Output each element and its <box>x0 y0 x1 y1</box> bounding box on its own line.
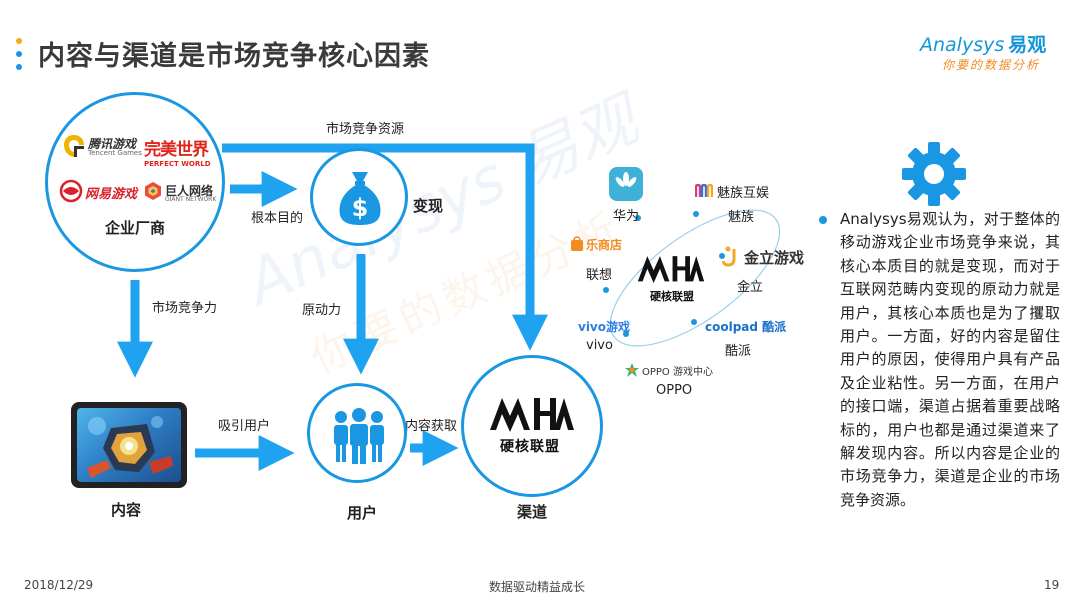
gionee-logo: 金立游戏 <box>721 245 804 271</box>
partner-center-logo <box>637 256 705 283</box>
arrow-market-resource <box>222 143 548 351</box>
svg-text:$: $ <box>352 194 369 222</box>
huawei-icon <box>615 172 637 187</box>
lenovo-store-icon <box>571 236 583 251</box>
monetize-label: 变现 <box>413 197 444 215</box>
footer-slogan: 数据驱动精益成长 <box>489 580 586 594</box>
partner-coolpad: 酷派 <box>725 344 752 359</box>
money-bag-icon: $ <box>339 172 381 225</box>
users-group-icon <box>334 408 384 464</box>
content-game-image <box>71 402 187 488</box>
user-label: 用户 <box>347 504 378 522</box>
tencent-icon <box>64 135 84 157</box>
game-robot-icon <box>87 416 173 478</box>
footer-date: 2018/12/29 <box>24 578 94 592</box>
label-fundamental-goal: 根本目的 <box>251 211 304 226</box>
channel-node: 硬核联盟 <box>461 355 603 497</box>
content-label: 内容 <box>111 501 142 519</box>
label-market-resource: 市场竞争资源 <box>326 122 405 137</box>
netease-icon <box>59 179 83 203</box>
footer-page-number: 19 <box>1044 578 1060 592</box>
meizu-icon <box>694 183 714 197</box>
user-node <box>307 383 407 483</box>
label-driving-force: 原动力 <box>302 303 342 318</box>
netease-logo: 网易游戏 <box>58 179 137 207</box>
giant-logo: 巨人网络 GIANT NETWORK <box>144 181 216 205</box>
partner-lenovo: 联想 <box>586 268 613 283</box>
huawei-app-icon <box>609 167 643 201</box>
partner-vivo: vivo <box>586 338 613 353</box>
enterprise-label: 企业厂商 <box>105 219 166 237</box>
game-artwork <box>77 408 181 482</box>
label-market-competitiveness: 市场竞争力 <box>152 301 218 316</box>
partner-orbit <box>603 209 781 347</box>
label-attract-users: 吸引用户 <box>218 419 271 434</box>
label-content-acquire: 内容获取 <box>405 419 458 434</box>
description-bullet <box>819 216 827 224</box>
gionee-icon <box>721 246 736 267</box>
channel-logo-name: 硬核联盟 <box>500 439 560 455</box>
partner-oppo: OPPO <box>656 383 693 398</box>
tencent-logo: 腾讯游戏 Tencent Games <box>62 133 142 163</box>
perfect-world-logo: 完美世界 PERFECT WORLD <box>144 140 211 168</box>
giant-icon <box>145 182 161 200</box>
partner-meizu: 魅族 <box>728 210 755 225</box>
lenovo-logo: 乐商店 <box>570 236 622 256</box>
partner-huawei: 华为 <box>613 209 640 224</box>
monetize-node: $ <box>310 148 408 246</box>
vivo-logo: vivo游戏 <box>578 320 631 334</box>
channel-label: 渠道 <box>517 503 548 521</box>
partner-center-name: 硬核联盟 <box>650 290 694 303</box>
hardcore-alliance-logo <box>490 398 574 432</box>
title-dots <box>16 38 24 72</box>
gear-icon <box>902 142 966 206</box>
oppo-logo: OPPO 游戏中心 <box>624 362 713 382</box>
enterprise-node: 腾讯游戏 Tencent Games 完美世界 PERFECT WORLD 网易… <box>45 92 225 272</box>
page-title: 内容与渠道是市场竞争核心因素 <box>38 41 430 72</box>
meizu-logo: 魅族互娱 <box>694 183 769 202</box>
brand-slogan: 你要的数据分析 <box>942 58 1041 72</box>
coolpad-logo: coolpad 酷派 <box>705 320 787 334</box>
partner-gionee: 金立 <box>737 280 764 295</box>
description-text: Analysys易观认为，对于整体的移动游戏企业市场竞争来说，其核心本质目的就是… <box>840 210 1060 509</box>
oppo-game-icon <box>625 363 639 377</box>
